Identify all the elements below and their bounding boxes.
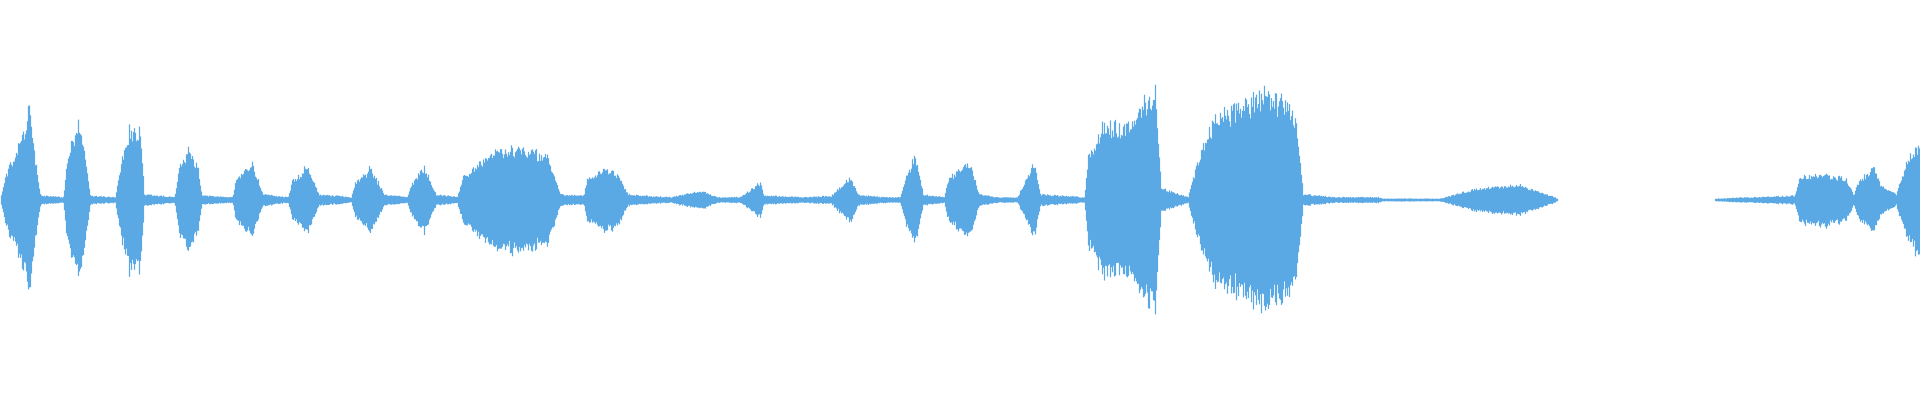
waveform-bars xyxy=(0,84,1920,315)
waveform-path xyxy=(0,84,1920,315)
